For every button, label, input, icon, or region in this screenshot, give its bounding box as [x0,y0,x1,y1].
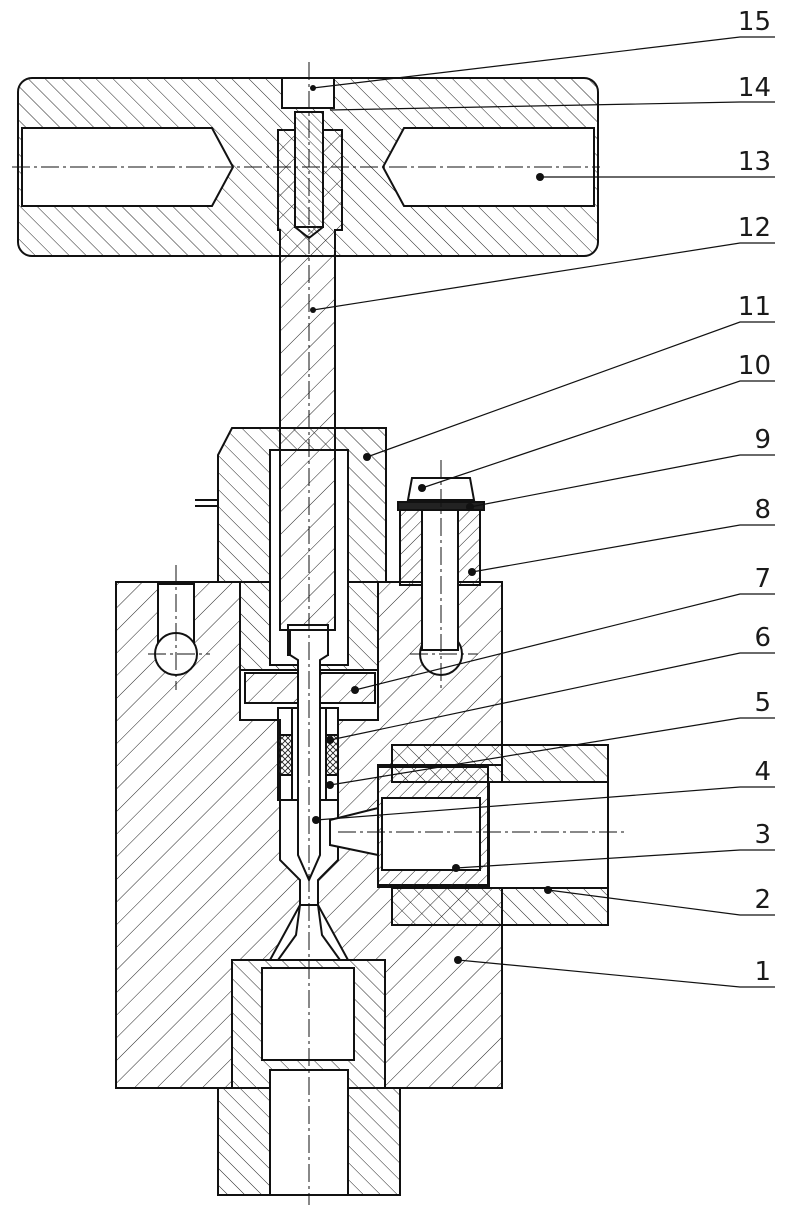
callout-label-11: 11 [738,292,771,322]
handle-screw [294,111,324,240]
callout-label-15: 15 [738,7,771,37]
callout-label-13: 13 [738,147,771,177]
callout-label-7: 7 [754,564,771,594]
callout-label-1: 1 [754,957,771,987]
callout-label-8: 8 [754,495,771,525]
callout-label-6: 6 [754,623,771,653]
callout-label-3: 3 [754,820,771,850]
callout-label-4: 4 [754,757,771,787]
callout-label-10: 10 [738,351,771,381]
callout-label-14: 14 [738,73,771,103]
callout-label-12: 12 [738,213,771,243]
lock-screw-sleeve [399,509,481,651]
set-screw [281,77,335,109]
callout-label-9: 9 [754,425,771,455]
callout-label-2: 2 [754,885,771,915]
callout-label-5: 5 [754,688,771,718]
